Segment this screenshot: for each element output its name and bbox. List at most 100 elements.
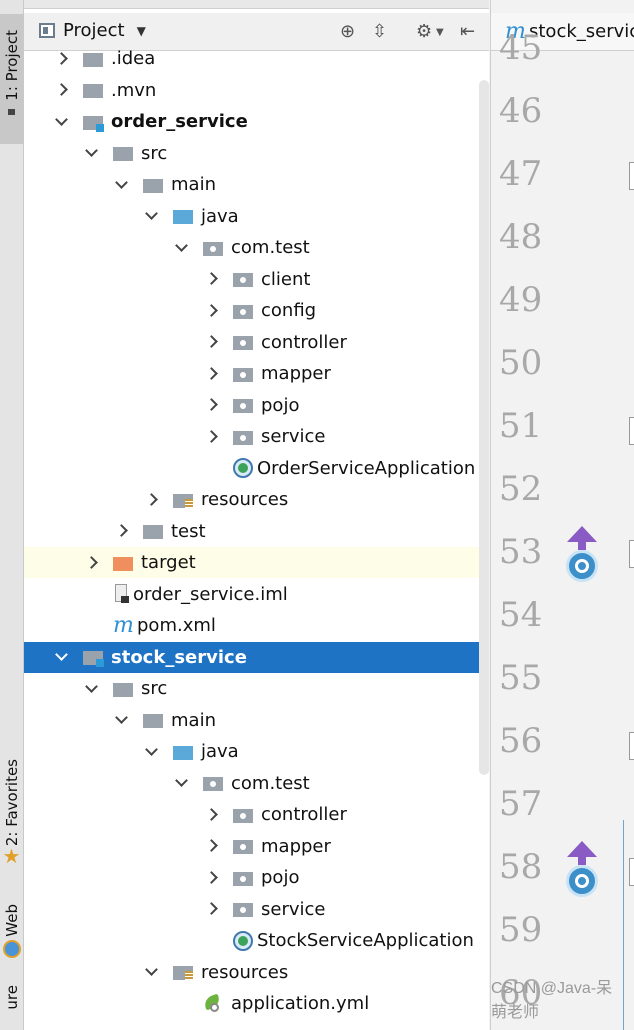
tree-row-service[interactable]: service bbox=[24, 894, 489, 925]
fold-marker-icon[interactable] bbox=[629, 162, 634, 190]
web-tool-tab[interactable]: Web bbox=[0, 895, 23, 967]
tree-row-stock-service[interactable]: stock_service bbox=[24, 641, 489, 673]
expand-arrow-icon[interactable] bbox=[84, 556, 98, 570]
tree-row-test[interactable]: test bbox=[24, 516, 489, 547]
tree-row-application-yml[interactable]: application.yml bbox=[24, 988, 489, 1019]
implemented-method-marker-icon[interactable] bbox=[563, 526, 599, 586]
tree-item-label: com.test bbox=[231, 237, 310, 258]
top-tabs-strip bbox=[24, 0, 489, 9]
package-icon bbox=[233, 429, 253, 445]
tree-row-pojo[interactable]: pojo bbox=[24, 862, 489, 893]
line-number: 57 bbox=[499, 784, 543, 824]
hide-panel-icon[interactable]: ⇤ bbox=[460, 21, 476, 42]
tree-row-controller[interactable]: controller bbox=[24, 799, 489, 830]
tree-row-java[interactable]: java bbox=[24, 201, 489, 232]
fold-marker-icon[interactable] bbox=[629, 858, 634, 886]
tree-row-order-service[interactable]: order_service bbox=[24, 106, 489, 137]
project-tab-icon bbox=[8, 108, 15, 115]
tree-row-config[interactable]: config bbox=[24, 295, 489, 326]
expand-arrow-icon[interactable] bbox=[204, 272, 218, 286]
package-icon bbox=[233, 397, 253, 413]
expand-arrow-icon[interactable] bbox=[204, 902, 218, 916]
project-view-selector[interactable]: Project ▼ bbox=[39, 20, 146, 41]
tree-item-label: main bbox=[171, 709, 216, 731]
tree-item-label: .idea bbox=[111, 48, 156, 69]
tree-row-src[interactable]: src bbox=[24, 673, 489, 704]
collapse-arrow-icon[interactable] bbox=[84, 146, 98, 160]
tree-row-controller[interactable]: controller bbox=[24, 327, 489, 358]
expand-arrow-icon[interactable] bbox=[204, 430, 218, 444]
structure-tool-tab[interactable]: ure bbox=[0, 985, 23, 1030]
implemented-method-marker-icon[interactable] bbox=[563, 841, 599, 901]
line-number: 60 bbox=[499, 973, 543, 1013]
editor-tab[interactable]: m stock_service bbox=[491, 13, 634, 51]
folder-icon bbox=[113, 145, 133, 161]
tree-row-mapper[interactable]: mapper bbox=[24, 831, 489, 862]
tree-row-main[interactable]: main bbox=[24, 705, 489, 736]
collapse-arrow-icon[interactable] bbox=[54, 115, 68, 129]
favorites-tool-tab[interactable]: 2: Favorites ★ bbox=[0, 750, 23, 875]
folder-icon bbox=[83, 82, 103, 98]
spring-boot-class-icon bbox=[233, 458, 253, 478]
fold-marker-icon[interactable] bbox=[629, 540, 634, 568]
tree-row-resources[interactable]: resources bbox=[24, 957, 489, 988]
expand-arrow-icon[interactable] bbox=[204, 839, 218, 853]
collapse-arrow-icon[interactable] bbox=[114, 713, 128, 727]
package-icon bbox=[203, 775, 223, 791]
expand-arrow-icon[interactable] bbox=[114, 524, 128, 538]
maven-icon: m bbox=[505, 18, 526, 44]
tree-row-stockserviceapplication[interactable]: StockServiceApplication bbox=[24, 925, 489, 956]
line-number: 59 bbox=[499, 910, 543, 950]
tree-row-java[interactable]: java bbox=[24, 736, 489, 767]
collapse-arrow-icon[interactable] bbox=[144, 965, 158, 979]
locate-icon[interactable]: ⊕ bbox=[340, 21, 356, 42]
collapse-arrow-icon[interactable] bbox=[174, 241, 188, 255]
line-number: 47 bbox=[499, 154, 543, 194]
tree-row-src[interactable]: src bbox=[24, 138, 489, 169]
gear-dropdown-icon[interactable]: ▼ bbox=[436, 27, 444, 38]
tree-row-resources[interactable]: resources bbox=[24, 484, 489, 515]
collapse-arrow-icon[interactable] bbox=[174, 776, 188, 790]
collapse-arrow-icon[interactable] bbox=[114, 178, 128, 192]
expand-arrow-icon[interactable] bbox=[204, 398, 218, 412]
expand-arrow-icon[interactable] bbox=[204, 871, 218, 885]
scrollbar-thumb[interactable] bbox=[479, 80, 489, 775]
project-panel: Project ▼ ⊕ ⇳ ⚙ ▼ ⇤ .idea .mvn order_servi… bbox=[24, 0, 489, 1030]
tree-item-label: order_service bbox=[111, 111, 248, 132]
expand-arrow-icon[interactable] bbox=[204, 808, 218, 822]
tree-row-orderserviceapplication[interactable]: OrderServiceApplication bbox=[24, 453, 489, 484]
collapse-arrow-icon[interactable] bbox=[144, 209, 158, 223]
expand-arrow-icon[interactable] bbox=[204, 304, 218, 318]
tree-row-target[interactable]: target bbox=[24, 547, 489, 578]
tree-row-client[interactable]: client bbox=[24, 264, 489, 295]
maven-icon: m bbox=[113, 612, 134, 638]
resources-folder-icon bbox=[173, 964, 193, 980]
folder-icon bbox=[143, 523, 163, 539]
collapse-arrow-icon[interactable] bbox=[144, 745, 158, 759]
tree-row-com-test[interactable]: com.test bbox=[24, 768, 489, 799]
expand-arrow-icon[interactable] bbox=[54, 52, 68, 66]
tree-row-mapper[interactable]: mapper bbox=[24, 358, 489, 389]
tree-row-service[interactable]: service bbox=[24, 421, 489, 452]
expand-arrow-icon[interactable] bbox=[54, 83, 68, 97]
tree-row-pojo[interactable]: pojo bbox=[24, 390, 489, 421]
collapse-all-icon[interactable]: ⇳ bbox=[372, 21, 388, 42]
fold-marker-icon[interactable] bbox=[629, 732, 634, 760]
gear-icon[interactable]: ⚙ bbox=[416, 21, 433, 42]
collapse-arrow-icon[interactable] bbox=[84, 682, 98, 696]
fold-marker-icon[interactable] bbox=[629, 417, 634, 445]
tree-row--mvn[interactable]: .mvn bbox=[24, 75, 489, 106]
collapse-arrow-icon[interactable] bbox=[54, 650, 68, 664]
tree-row-order-service-iml[interactable]: order_service.iml bbox=[24, 579, 489, 610]
expand-arrow-icon[interactable] bbox=[204, 367, 218, 381]
expand-arrow-icon[interactable] bbox=[144, 493, 158, 507]
tree-scrollbar[interactable] bbox=[476, 80, 489, 780]
project-panel-header: Project ▼ ⊕ ⇳ ⚙ ▼ ⇤ bbox=[24, 13, 489, 51]
tree-row--idea[interactable]: .idea bbox=[24, 43, 489, 74]
resources-folder-icon bbox=[173, 492, 193, 508]
expand-arrow-icon[interactable] bbox=[204, 335, 218, 349]
tree-row-com-test[interactable]: com.test bbox=[24, 232, 489, 263]
project-tool-tab[interactable]: 1: Project bbox=[0, 14, 23, 144]
tree-row-main[interactable]: main bbox=[24, 169, 489, 200]
